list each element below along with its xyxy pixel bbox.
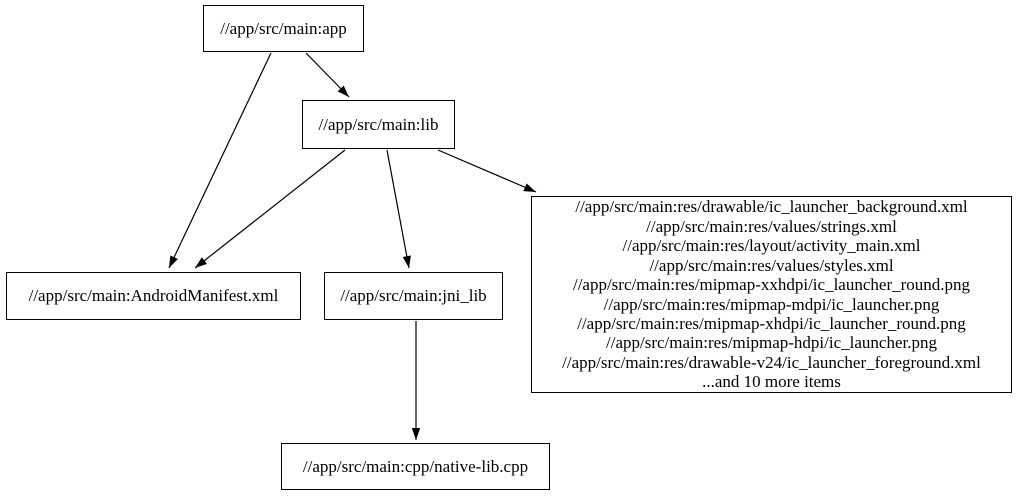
graph-node-label: //app/src/main:res/values/strings.xml [646, 216, 897, 236]
graph-node-cpp: //app/src/main:cpp/native-lib.cpp [281, 443, 550, 490]
graph-node-manifest: //app/src/main:AndroidManifest.xml [6, 272, 301, 320]
graph-node-label: ...and 10 more items [702, 372, 841, 392]
graph-node-res-group: //app/src/main:res/drawable/ic_launcher_… [531, 196, 1012, 393]
graph-node-label: //app/src/main:res/mipmap-xhdpi/ic_launc… [577, 313, 966, 333]
graph-node-label: //app/src/main:res/mipmap-mdpi/ic_launch… [603, 294, 940, 314]
graph-node-app: //app/src/main:app [203, 5, 364, 52]
graph-edge-app-to-manifest [168, 52, 272, 269]
graph-node-jni-lib: //app/src/main:jni_lib [324, 272, 503, 320]
graph-node-label: //app/src/main:res/layout/activity_main.… [622, 236, 921, 256]
graph-edge-lib-to-manifest [194, 149, 346, 269]
graph-node-label: //app/src/main:AndroidManifest.xml [28, 286, 279, 306]
graph-node-label: //app/src/main:res/mipmap-hdpi/ic_launch… [606, 333, 937, 353]
graph-node-label: //app/src/main:res/values/styles.xml [649, 255, 894, 275]
graph-edge-app-to-lib [305, 52, 350, 98]
graph-node-label: //app/src/main:res/mipmap-xxhdpi/ic_laun… [572, 275, 971, 295]
graph-node-lib: //app/src/main:lib [302, 100, 455, 149]
graph-node-label: //app/src/main:res/drawable-v24/ic_launc… [562, 352, 981, 372]
graph-node-label: //app/src/main:jni_lib [340, 286, 487, 306]
graph-node-label: //app/src/main:cpp/native-lib.cpp [302, 456, 529, 476]
graph-edge-lib-to-res-group [437, 149, 537, 193]
graph-node-label: //app/src/main:lib [318, 114, 439, 134]
graph-node-label: //app/src/main:app [220, 18, 347, 38]
graph-edge-lib-to-jni-lib [386, 149, 411, 269]
graph-node-label: //app/src/main:res/drawable/ic_launcher_… [575, 197, 968, 217]
